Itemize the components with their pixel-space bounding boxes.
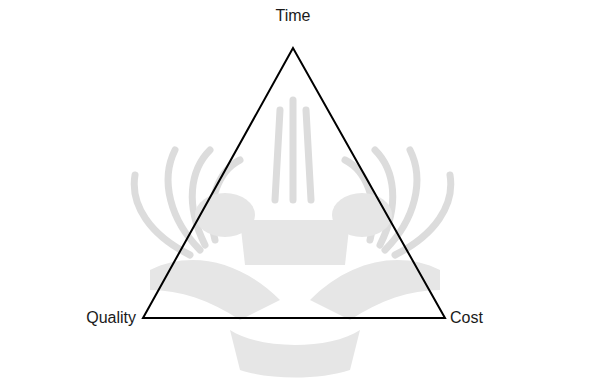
watermark-shapes <box>150 193 440 378</box>
vertex-label: Time <box>276 6 311 25</box>
vertex-label: Cost <box>450 308 483 327</box>
triangle-outline <box>143 48 445 318</box>
vertex-label: Quality <box>86 308 136 327</box>
